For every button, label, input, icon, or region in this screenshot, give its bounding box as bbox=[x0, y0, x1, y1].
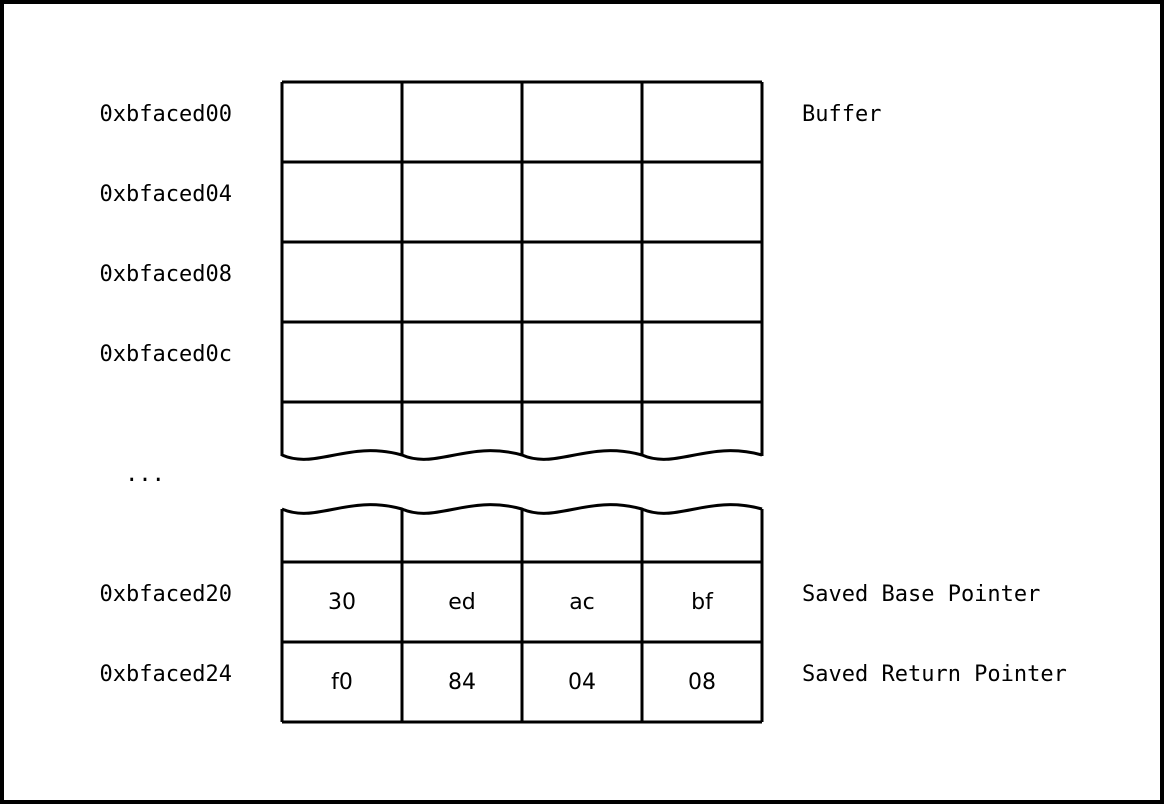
saved-base-pointer-label: Saved Base Pointer bbox=[802, 582, 1040, 607]
byte-cell: ed bbox=[448, 590, 476, 615]
address-label: 0xbfaced24 bbox=[100, 662, 232, 687]
byte-cell: 30 bbox=[328, 590, 356, 615]
byte-cell: 08 bbox=[688, 670, 716, 695]
address-label: 0xbfaced00 bbox=[100, 102, 232, 127]
byte-cell: 84 bbox=[448, 670, 476, 695]
address-label: 0xbfaced08 bbox=[100, 262, 232, 287]
byte-cell: ac bbox=[569, 590, 595, 615]
saved-return-pointer-label: Saved Return Pointer bbox=[802, 662, 1067, 687]
ellipsis: ... bbox=[125, 462, 165, 487]
wavy-break-top bbox=[281, 449, 763, 461]
buffer-label: Buffer bbox=[802, 102, 881, 127]
address-label: 0xbfaced04 bbox=[100, 182, 232, 207]
saved-pointer-grid bbox=[280, 503, 764, 724]
byte-cell: bf bbox=[691, 590, 714, 615]
buffer-grid bbox=[280, 80, 764, 461]
address-label: 0xbfaced0c bbox=[100, 342, 232, 367]
address-label: 0xbfaced20 bbox=[100, 582, 232, 607]
byte-cell: f0 bbox=[331, 670, 353, 695]
byte-cell: 04 bbox=[568, 670, 596, 695]
